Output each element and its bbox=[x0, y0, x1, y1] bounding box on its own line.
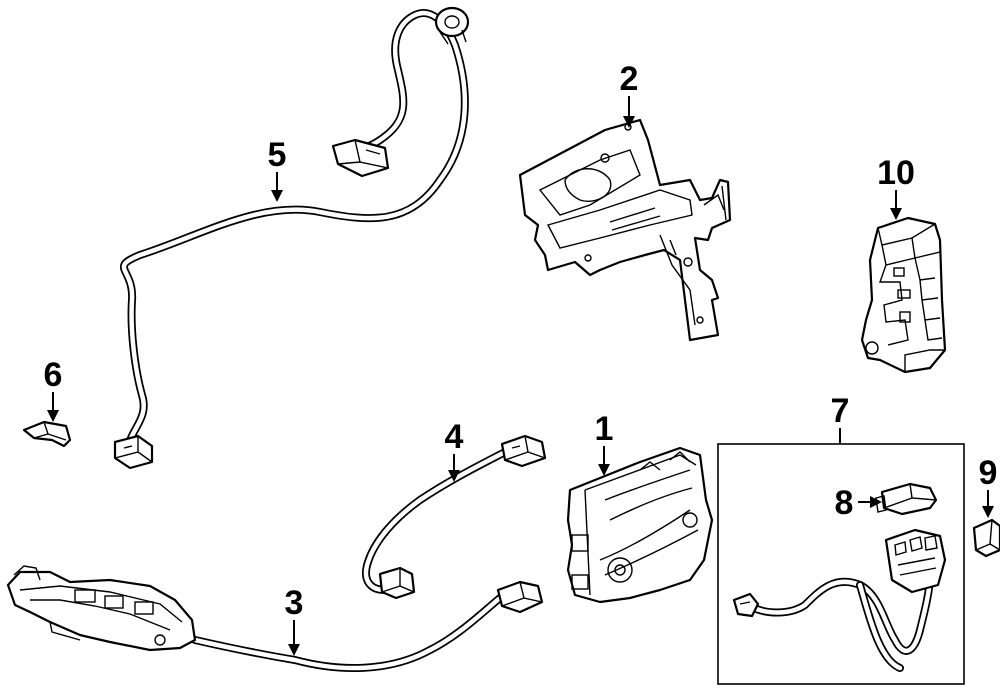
leader-9 bbox=[982, 490, 994, 518]
callout-9: 9 bbox=[979, 454, 998, 492]
leader-1 bbox=[598, 446, 610, 476]
callout-2: 2 bbox=[620, 60, 639, 98]
part-6-clip bbox=[22, 420, 72, 448]
leader-5 bbox=[271, 172, 283, 202]
leader-3 bbox=[288, 620, 300, 656]
leader-6 bbox=[47, 392, 59, 422]
callout-7: 7 bbox=[831, 392, 850, 430]
part-1-control-module bbox=[566, 446, 714, 604]
callout-10: 10 bbox=[877, 154, 915, 192]
part-7-harness bbox=[732, 528, 947, 672]
leader-4 bbox=[448, 454, 460, 482]
callout-1: 1 bbox=[595, 410, 614, 448]
part-10-relay-box bbox=[860, 216, 947, 374]
leader-8 bbox=[858, 496, 882, 508]
leader-10 bbox=[890, 190, 902, 220]
part-3-actuator bbox=[6, 565, 544, 673]
part-9-relay bbox=[972, 518, 1000, 558]
leader-2 bbox=[623, 96, 635, 128]
callout-5: 5 bbox=[268, 136, 287, 174]
part-5-harness bbox=[113, 6, 470, 470]
callout-6: 6 bbox=[44, 356, 63, 394]
callout-4: 4 bbox=[445, 418, 464, 456]
part-8-sensor bbox=[875, 482, 938, 516]
callout-3: 3 bbox=[285, 584, 304, 622]
part-2-bracket bbox=[518, 118, 732, 342]
callout-8: 8 bbox=[835, 484, 854, 522]
part-4-harness bbox=[362, 434, 547, 600]
